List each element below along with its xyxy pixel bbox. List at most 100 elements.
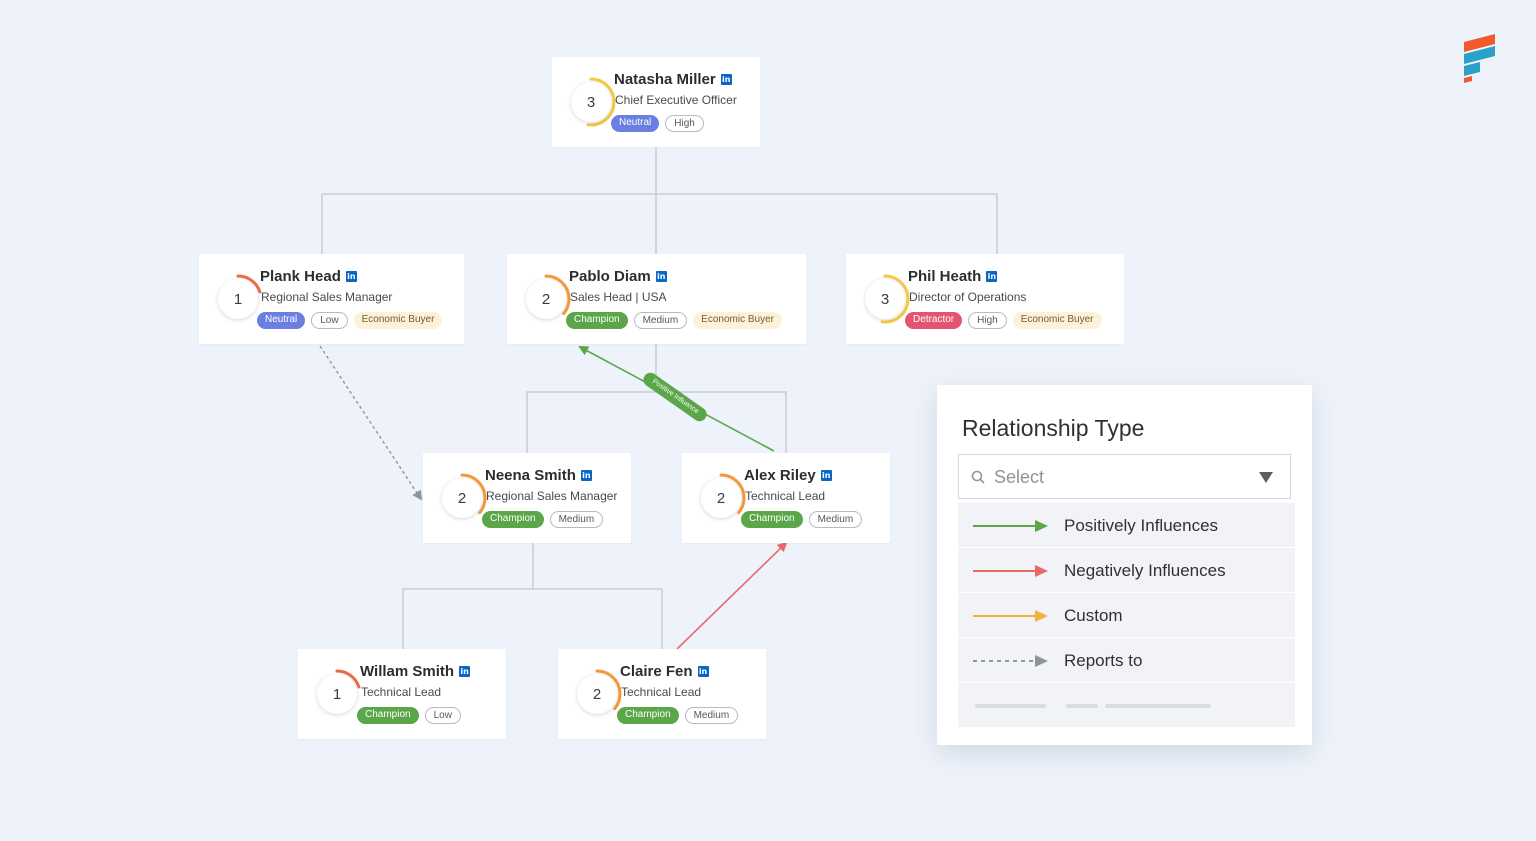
person-title: Technical Lead <box>621 685 702 699</box>
linkedin-icon[interactable]: in <box>820 470 832 481</box>
role-badge: Economic Buyer <box>1012 312 1102 329</box>
brand-logo-icon <box>1464 34 1495 83</box>
placeholder-bar <box>1105 704 1211 708</box>
influence-level-badge: Medium <box>808 511 863 528</box>
influence-score: 3 <box>865 279 905 319</box>
score-arc <box>696 473 746 523</box>
status-badge: Champion <box>566 312 628 329</box>
status-badge: Champion <box>741 511 803 528</box>
legend-item-reports-to[interactable]: Reports to <box>958 638 1295 683</box>
person-card-neena-smith[interactable]: 2 Neena Smith in Regional Sales Manager C… <box>423 453 631 543</box>
legend-label: Negatively Influences <box>1064 561 1226 580</box>
linkedin-icon[interactable]: in <box>345 271 357 282</box>
person-name: Phil Heath <box>908 268 982 285</box>
linkedin-icon[interactable]: in <box>697 666 709 677</box>
score-arc <box>213 274 263 324</box>
score-arc <box>860 274 910 324</box>
hierarchy-lines <box>321 146 998 649</box>
search-icon <box>971 470 985 484</box>
influence-level-badge: Medium <box>684 707 739 724</box>
influence-score-ring: 1 <box>213 274 263 324</box>
score-arc <box>572 669 622 719</box>
status-badge: Neutral <box>257 312 306 329</box>
influence-score: 2 <box>526 279 566 319</box>
person-title: Director of Operations <box>909 290 1027 304</box>
placeholder-bar <box>1066 704 1098 708</box>
red-arrow-icon <box>973 565 1048 577</box>
status-badge: Detractor <box>905 312 963 329</box>
influence-level-badge: Low <box>311 312 348 329</box>
legend-item-negatively-influences[interactable]: Negatively Influences <box>958 548 1295 593</box>
person-card-phil-heath[interactable]: 3 Phil Heath in Director of Operations De… <box>846 254 1124 344</box>
person-card-willam-smith[interactable]: 1 Willam Smith in Technical Lead Champion… <box>298 649 506 739</box>
linkedin-icon[interactable]: in <box>986 271 998 282</box>
linkedin-icon[interactable]: in <box>580 470 592 481</box>
influence-score: 1 <box>218 279 258 319</box>
influence-score-ring: 2 <box>572 669 622 719</box>
person-name: Neena Smith <box>485 467 576 484</box>
status-badge: Champion <box>482 511 544 528</box>
select-placeholder: Select <box>994 467 1045 487</box>
influence-score: 3 <box>571 82 611 122</box>
role-badge: Economic Buyer <box>693 312 782 329</box>
score-arc <box>437 473 487 523</box>
person-name: Natasha Miller <box>614 71 716 88</box>
reports-to-arrow[interactable] <box>319 345 423 501</box>
score-arc <box>312 669 362 719</box>
dropdown-arrow-icon[interactable] <box>1259 472 1273 483</box>
influence-score-ring: 2 <box>437 473 487 523</box>
person-title: Technical Lead <box>745 489 826 503</box>
person-title: Technical Lead <box>361 685 442 699</box>
influence-score: 1 <box>317 674 357 714</box>
influence-score: 2 <box>577 674 617 714</box>
relationship-legend-list: Positively Influences Negatively Influen… <box>958 503 1295 727</box>
person-title: Regional Sales Manager <box>261 290 393 304</box>
linkedin-icon[interactable]: in <box>655 271 667 282</box>
person-card-alex-riley[interactable]: 2 Alex Riley in Technical Lead Champion M… <box>682 453 890 543</box>
person-title: Regional Sales Manager <box>486 489 618 503</box>
legend-item-positively-influences[interactable]: Positively Influences <box>958 503 1295 548</box>
influence-score: 2 <box>442 478 482 518</box>
influence-score-ring: 3 <box>566 77 616 127</box>
influence-score-ring: 3 <box>860 274 910 324</box>
role-badge: Economic Buyer <box>353 312 443 329</box>
person-name: Alex Riley <box>744 467 816 484</box>
influence-score-ring: 2 <box>521 274 571 324</box>
legend-label: Reports to <box>1064 651 1143 670</box>
score-arc <box>566 77 616 127</box>
influence-level-badge: High <box>968 312 1007 329</box>
influence-level-badge: Medium <box>549 511 604 528</box>
status-badge: Champion <box>617 707 679 724</box>
person-card-pablo-diam[interactable]: 2 Pablo Diam in Sales Head | USA Champion… <box>507 254 806 344</box>
person-name: Pablo Diam <box>569 268 651 285</box>
negative-influence-arrow[interactable] <box>676 541 788 650</box>
person-title: Chief Executive Officer <box>615 93 737 107</box>
influence-score: 2 <box>701 478 741 518</box>
placeholder-bar <box>975 704 1046 708</box>
legend-label: Custom <box>1064 606 1123 625</box>
person-name: Plank Head <box>260 268 341 285</box>
person-card-claire-fen[interactable]: 2 Claire Fen in Technical Lead Champion M… <box>558 649 766 739</box>
dashed-arrow-icon <box>973 655 1048 667</box>
panel-title: Relationship Type <box>962 415 1145 441</box>
legend-label: Positively Influences <box>1064 516 1219 535</box>
person-name: Claire Fen <box>620 663 693 680</box>
influence-score-ring: 2 <box>696 473 746 523</box>
person-card-plank-head[interactable]: 1 Plank Head in Regional Sales Manager Ne… <box>199 254 464 344</box>
influence-level-badge: Medium <box>633 312 688 329</box>
score-arc <box>521 274 571 324</box>
person-card-natasha-miller[interactable]: 3 Natasha Miller in Chief Executive Offic… <box>552 57 760 147</box>
person-title: Sales Head | USA <box>570 290 667 304</box>
linkedin-icon[interactable]: in <box>720 74 732 85</box>
influence-score-ring: 1 <box>312 669 362 719</box>
orange-arrow-icon <box>973 610 1048 622</box>
influence-level-badge: Low <box>424 707 461 724</box>
relationship-type-select[interactable]: Select <box>958 454 1291 499</box>
person-name: Willam Smith <box>360 663 455 680</box>
status-badge: Champion <box>357 707 419 724</box>
green-arrow-icon <box>973 520 1048 532</box>
linkedin-icon[interactable]: in <box>459 666 471 677</box>
legend-item-custom[interactable]: Custom <box>958 593 1295 638</box>
relationship-type-panel: Relationship Type Select Positively Infl… <box>937 385 1312 745</box>
